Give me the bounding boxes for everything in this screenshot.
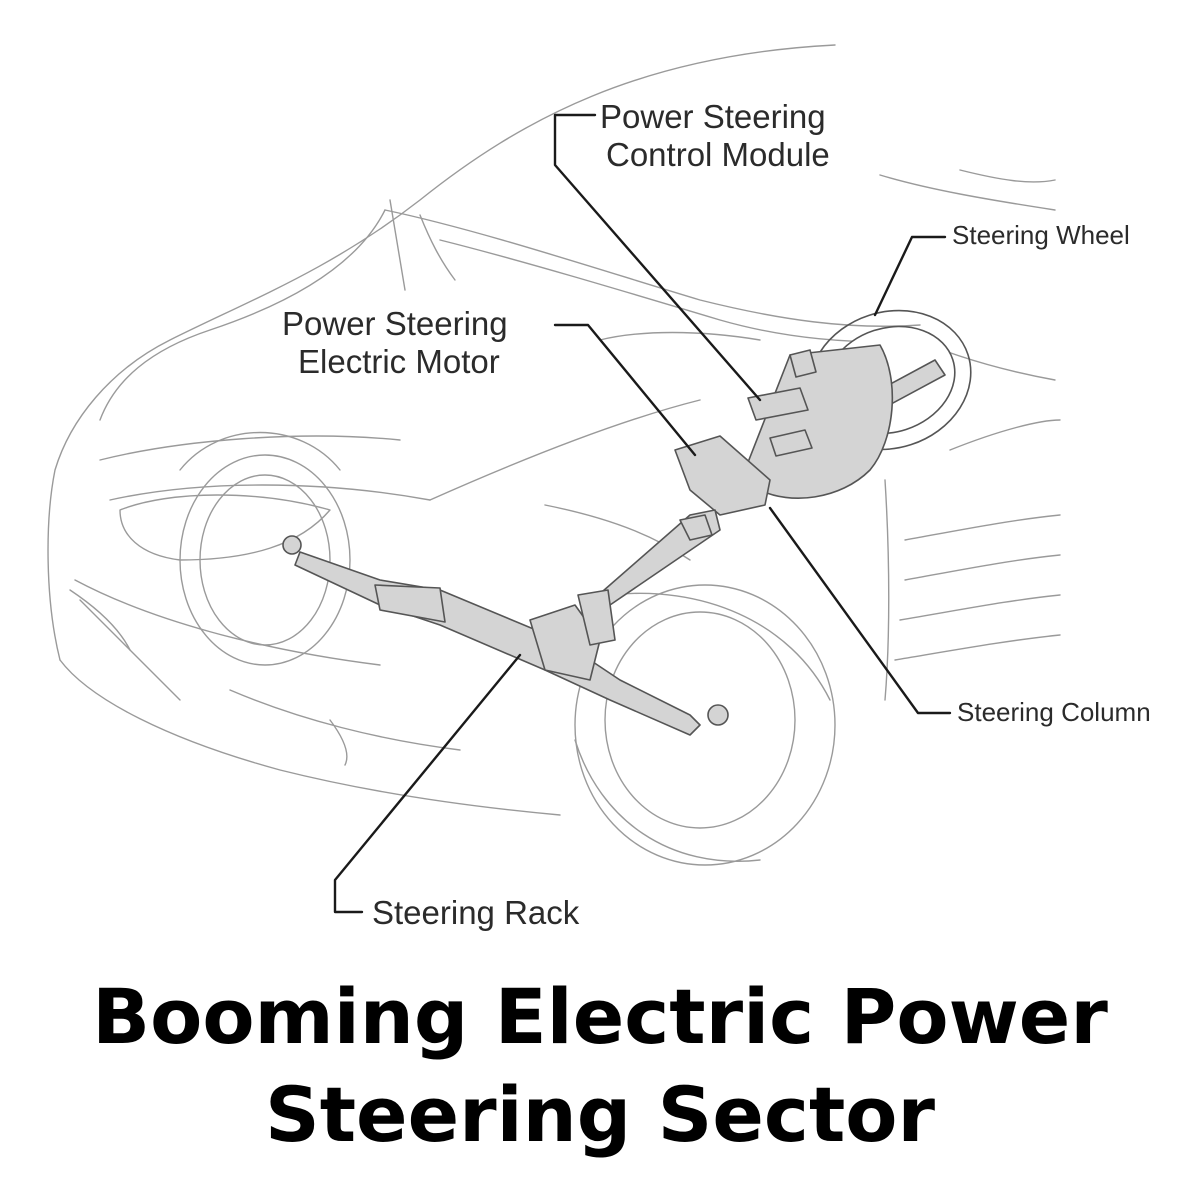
label-control-module-line2: Control Module (606, 135, 830, 173)
headline: Booming Electric Power Steering Sector (0, 968, 1200, 1164)
label-control-module: Power Steering Control Module (600, 98, 830, 174)
leader-steering-column (768, 506, 952, 715)
label-control-module-line1: Power Steering (600, 98, 826, 135)
left-front-wheel (179, 431, 351, 666)
right-front-wheel (574, 584, 836, 866)
steering-rack-part (282, 535, 729, 736)
label-electric-motor-line2: Electric Motor (298, 342, 500, 380)
leader-steering-wheel (873, 235, 947, 317)
headline-line-1: Booming Electric Power (92, 972, 1108, 1061)
label-steering-wheel: Steering Wheel (952, 220, 1130, 250)
leader-control-module (553, 113, 762, 402)
car-outline (47, 44, 1061, 816)
steering-column-part (674, 344, 894, 516)
label-electric-motor: Power Steering Electric Motor (282, 305, 508, 381)
label-electric-motor-line1: Power Steering (282, 305, 508, 342)
label-steering-column: Steering Column (957, 697, 1151, 727)
headline-line-2: Steering Sector (264, 1070, 935, 1159)
leader-electric-motor (553, 323, 697, 457)
leader-steering-rack (333, 653, 522, 914)
label-steering-rack: Steering Rack (372, 894, 580, 931)
intermediate-shaft-part (594, 509, 721, 606)
leader-lines (333, 113, 952, 914)
